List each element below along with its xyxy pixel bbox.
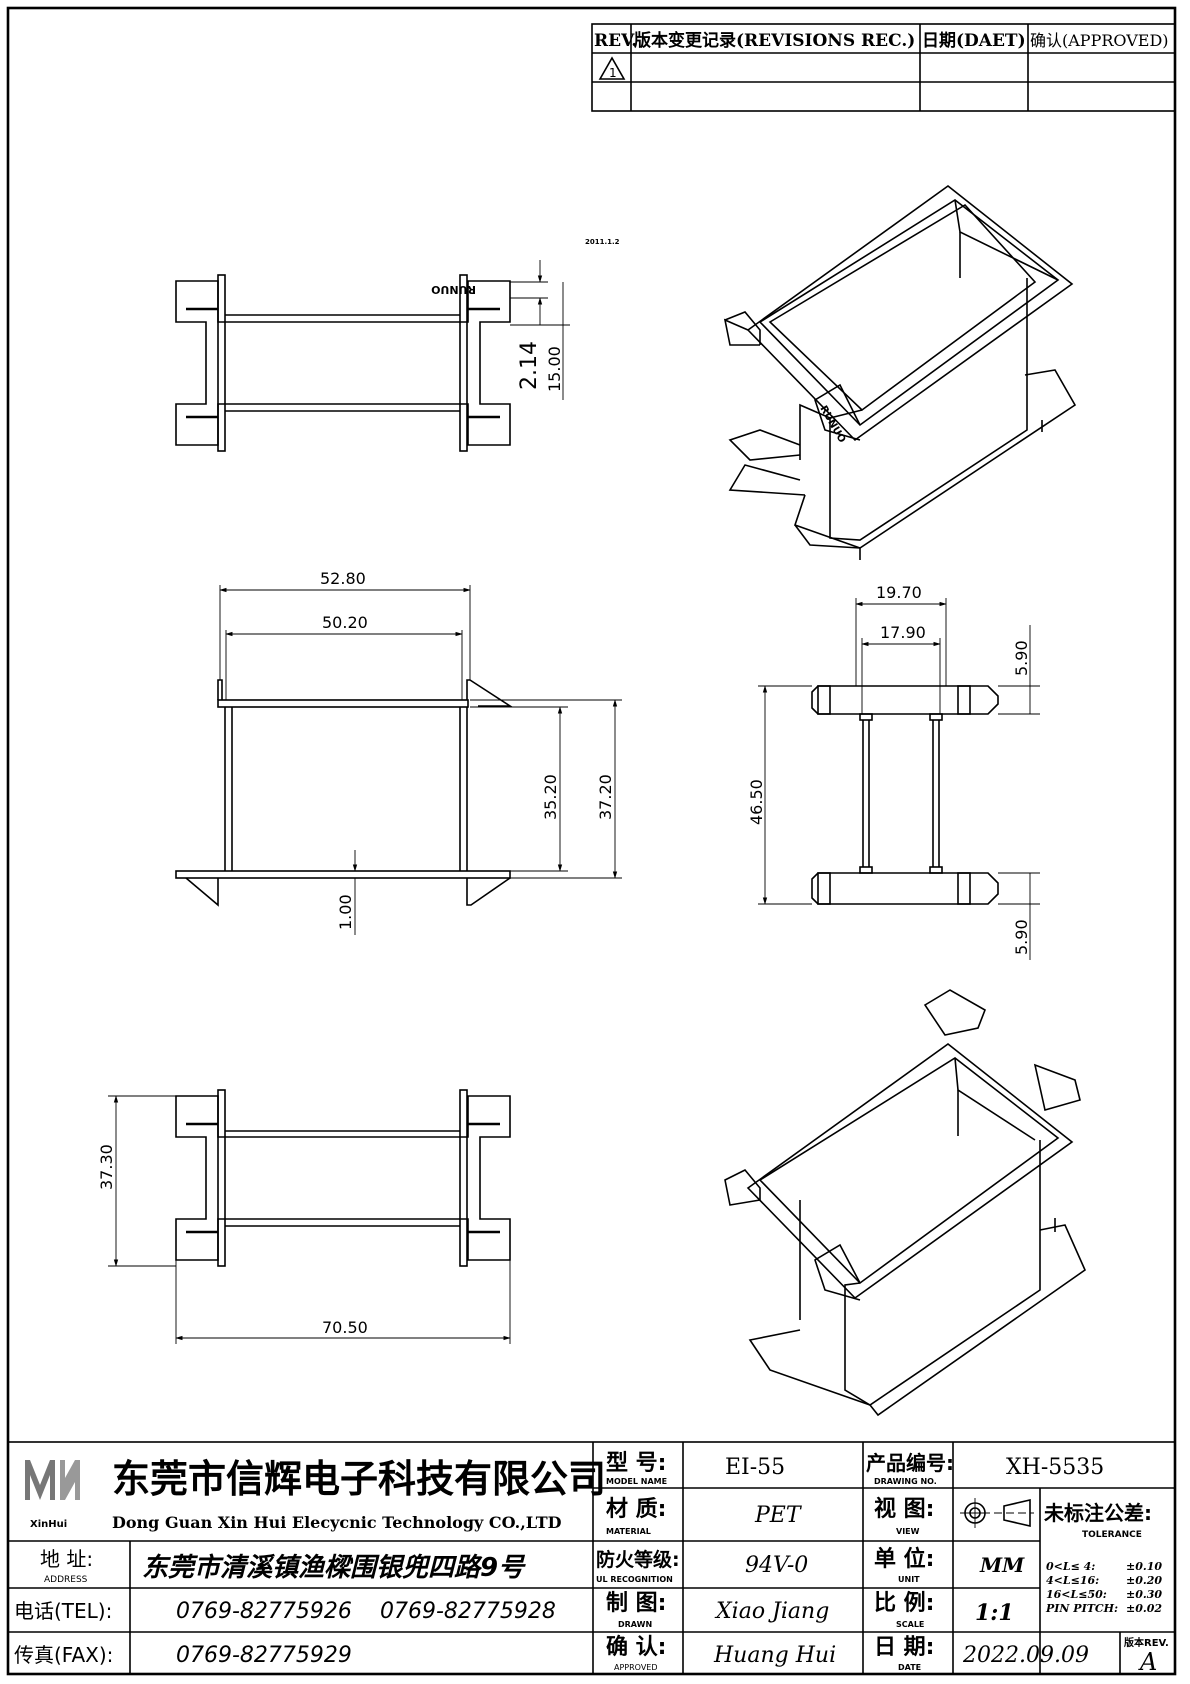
tolerance-row3-range: 16<L≤50: <box>1046 1588 1107 1601</box>
date-value: 2022.09.09 <box>962 1643 1089 1668</box>
dim-52-80: 52.80 <box>320 569 366 588</box>
front-view: 52.80 50.20 35.20 37.20 1.00 <box>175 569 622 935</box>
top-view: RUNUO 2.14 15.00 2011.1.2 <box>175 238 620 452</box>
company-name-en: Dong Guan Xin Hui Elecycnic Technology C… <box>112 1513 562 1532</box>
address-label-en: ADDRESS <box>44 1575 88 1585</box>
dim-17-90: 17.90 <box>880 623 926 642</box>
approved-label: 确 认: <box>606 1634 666 1660</box>
date-label-en: DATE <box>898 1663 921 1672</box>
revision-triangle-icon: 1 <box>598 56 626 80</box>
dim-70-50: 70.50 <box>322 1318 368 1337</box>
dim-1-00: 1.00 <box>336 894 355 930</box>
drawing-no-label-en: DRAWING NO. <box>874 1477 937 1486</box>
fire-rating-label-en: UL RECOGNITION <box>596 1575 673 1584</box>
tolerance-row1-range: 0<L≤ 4: <box>1046 1560 1095 1573</box>
dim-37-20: 37.20 <box>596 774 615 820</box>
tolerance-row2-range: 4<L≤16: <box>1046 1574 1099 1587</box>
small-note: 2011.1.2 <box>585 238 620 246</box>
dim-50-20: 50.20 <box>322 613 368 632</box>
logo-text: XinHui <box>30 1519 67 1530</box>
scale-value: 1:1 <box>975 1600 1014 1626</box>
unit-label-en: UNIT <box>898 1575 920 1584</box>
revisions-approved-label: 确认(APPROVED) <box>1030 31 1169 50</box>
revision-value: A <box>1138 1648 1157 1676</box>
dim-15-00: 15.00 <box>545 346 564 392</box>
tolerance-row4-range: PIN PITCH: <box>1045 1602 1118 1615</box>
tolerance-row3-value: ±0.30 <box>1126 1588 1162 1601</box>
unit-label: 单 位: <box>874 1546 934 1572</box>
drawing-no-value: XH-5535 <box>1006 1455 1104 1480</box>
material-label: 材 质: <box>606 1497 666 1522</box>
dim-19-70: 19.70 <box>876 583 922 602</box>
tolerance-row4-value: ±0.02 <box>1126 1602 1162 1615</box>
address-value: 东莞市清溪镇渔樑围银兜四路9号 <box>142 1553 526 1583</box>
sheet-border <box>6 6 1177 1676</box>
date-label: 日 期: <box>874 1635 934 1660</box>
view-label: 视 图: <box>874 1496 934 1522</box>
revision-triangle-number: 1 <box>609 66 617 80</box>
revisions-record-label: 版本变更记录(REVISIONS REC.) <box>634 30 915 51</box>
drawn-value: Xiao Jiang <box>714 1599 829 1624</box>
model-value: EI-55 <box>725 1455 785 1480</box>
iso-view-bottom <box>724 989 1086 1417</box>
material-value: PET <box>754 1503 803 1528</box>
approved-value: Huang Hui <box>713 1643 836 1668</box>
material-label-en: MATERIAL <box>606 1527 651 1536</box>
iso-view-top: RUNUO <box>723 184 1077 560</box>
model-label-en: MODEL NAME <box>606 1477 667 1486</box>
side-view: 19.70 17.90 5.90 46.50 5.90 <box>747 583 1040 960</box>
revisions-date-label: 日期(DAET) <box>922 31 1026 51</box>
dim-35-20: 35.20 <box>541 774 560 820</box>
address-label: 地 址: <box>40 1547 93 1571</box>
drawing-no-label: 产品编号: <box>866 1451 954 1475</box>
bottom-view: 37.30 70.50 <box>97 1089 511 1344</box>
tolerance-label: 未标注公差: <box>1044 1501 1152 1525</box>
approved-label-en: APPROVED <box>614 1663 658 1672</box>
view-label-en: VIEW <box>896 1527 920 1536</box>
fire-rating-label: 防火等级: <box>596 1548 680 1571</box>
drawn-label: 制 图: <box>606 1591 666 1616</box>
dim-5-90-bottom: 5.90 <box>1012 919 1031 955</box>
tel-value-2: 0769-82775928 <box>380 1599 556 1624</box>
revision-label: 版本REV. <box>1124 1636 1169 1649</box>
rev-label: REV. <box>594 31 637 51</box>
tolerance-label-en: TOLERANCE <box>1082 1530 1142 1540</box>
dim-37-30: 37.30 <box>97 1144 116 1190</box>
dim-2-14: 2.14 <box>517 341 542 390</box>
tolerance-row2-value: ±0.20 <box>1126 1574 1162 1587</box>
top-view-marking: RUNUO <box>431 283 476 296</box>
dim-46-50: 46.50 <box>747 779 766 825</box>
company-logo: XinHui <box>25 1460 80 1530</box>
fire-rating-value: 94V-0 <box>745 1553 808 1578</box>
company-name-cn: 东莞市信辉电子科技有限公司 <box>112 1457 606 1501</box>
scale-label-en: SCALE <box>896 1620 924 1629</box>
model-label: 型 号: <box>606 1451 666 1476</box>
revision-table: REV. 版本变更记录(REVISIONS REC.) 日期(DAET) 确认(… <box>591 23 1176 112</box>
tolerance-row1-value: ±0.10 <box>1126 1560 1162 1573</box>
scale-label: 比 例: <box>874 1591 934 1616</box>
projection-symbol-icon <box>960 1498 1034 1528</box>
dim-5-90-top: 5.90 <box>1012 640 1031 676</box>
unit-value: MM <box>979 1553 1025 1577</box>
iso-marking: RUNUO <box>817 404 847 445</box>
title-block: XinHui 东莞市信辉电子科技有限公司 Dong Guan Xin Hui E… <box>7 1441 1176 1676</box>
drawn-label-en: DRAWN <box>618 1620 652 1629</box>
fax-value: 0769-82775929 <box>176 1643 352 1668</box>
tel-label: 电话(TEL): <box>14 1599 112 1623</box>
fax-label: 传真(FAX): <box>14 1643 113 1667</box>
tel-value-1: 0769-82775926 <box>176 1599 352 1624</box>
